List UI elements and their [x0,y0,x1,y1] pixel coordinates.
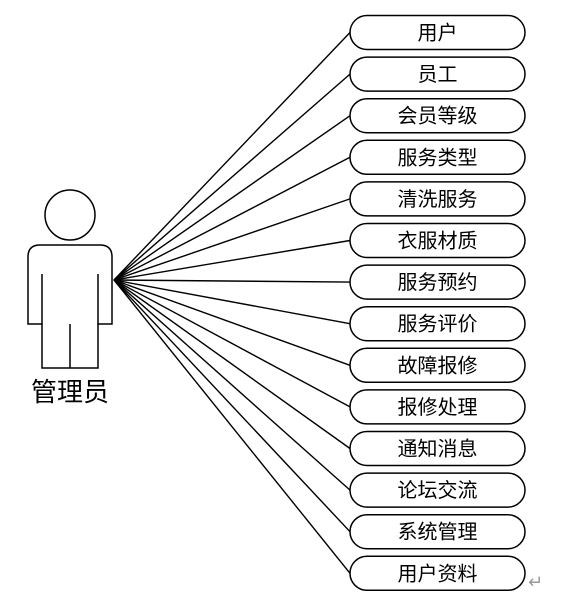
association-lines [113,32,351,574]
association-line [113,279,351,283]
use-case-shape [349,97,526,134]
use-case-label: 系统管理 [398,520,478,544]
use-case-shape [349,222,526,259]
use-case-label: 故障报修 [398,353,478,377]
actor-figure: 管理员 [27,189,113,408]
association-line [113,279,351,491]
use-case-shape [349,513,526,550]
use-case-shape [349,305,526,342]
use-case-shape [349,181,526,217]
association-line [113,279,351,533]
association-line [113,279,351,450]
association-line [113,279,351,325]
use-case: 通知消息 [349,430,526,467]
actor-label: 管理员 [31,378,109,408]
use-case-label: 服务评价 [398,312,478,336]
use-case-label: 衣服材质 [398,229,478,253]
use-case-shape [349,555,526,592]
use-case: 故障报修 [349,347,526,384]
use-case: 论坛交流 [349,472,526,508]
association-line [113,73,351,281]
association-line [113,198,351,281]
association-line [113,279,351,574]
use-case-label: 员工 [418,62,458,86]
use-case: 报修处理 [349,389,526,425]
use-case-list: 用户员工会员等级服务类型清洗服务衣服材质服务预约服务评价故障报修报修处理通知消息… [349,14,526,592]
use-case: 衣服材质 [349,222,526,259]
use-case: 服务类型 [349,139,526,176]
use-case-label: 通知消息 [398,437,478,461]
use-case: 用户资料 [349,555,526,592]
use-case-label: 用户资料 [398,561,478,585]
association-line [113,239,351,281]
actor-head [44,189,96,241]
association-line [113,115,351,281]
use-case-label: 清洗服务 [398,187,478,211]
return-mark: ↵ [528,572,543,593]
association-line [113,32,351,281]
use-case-shape [349,347,526,384]
use-case: 服务预约 [349,264,526,300]
use-case-shape [349,264,526,300]
actor-body [27,244,113,369]
association-line [113,156,351,281]
use-case: 员工 [349,56,526,92]
association-line [113,279,351,366]
use-case: 用户 [349,14,526,51]
use-case-label: 会员等级 [398,104,478,128]
use-case-shape [349,14,526,51]
association-line [113,279,351,408]
use-case-label: 论坛交流 [398,478,478,502]
use-case: 清洗服务 [349,181,526,217]
use-case: 系统管理 [349,513,526,550]
use-case-shape [349,56,526,92]
use-case-label: 服务预约 [398,270,478,294]
use-case-shape [349,430,526,467]
use-case-label: 报修处理 [398,395,478,419]
use-case-shape [349,389,526,425]
use-case-shape [349,139,526,176]
use-case-shape [349,472,526,508]
use-case-label: 用户 [418,21,458,45]
use-case-label: 服务类型 [398,145,478,169]
use-case: 服务评价 [349,305,526,342]
use-case: 会员等级 [349,97,526,134]
